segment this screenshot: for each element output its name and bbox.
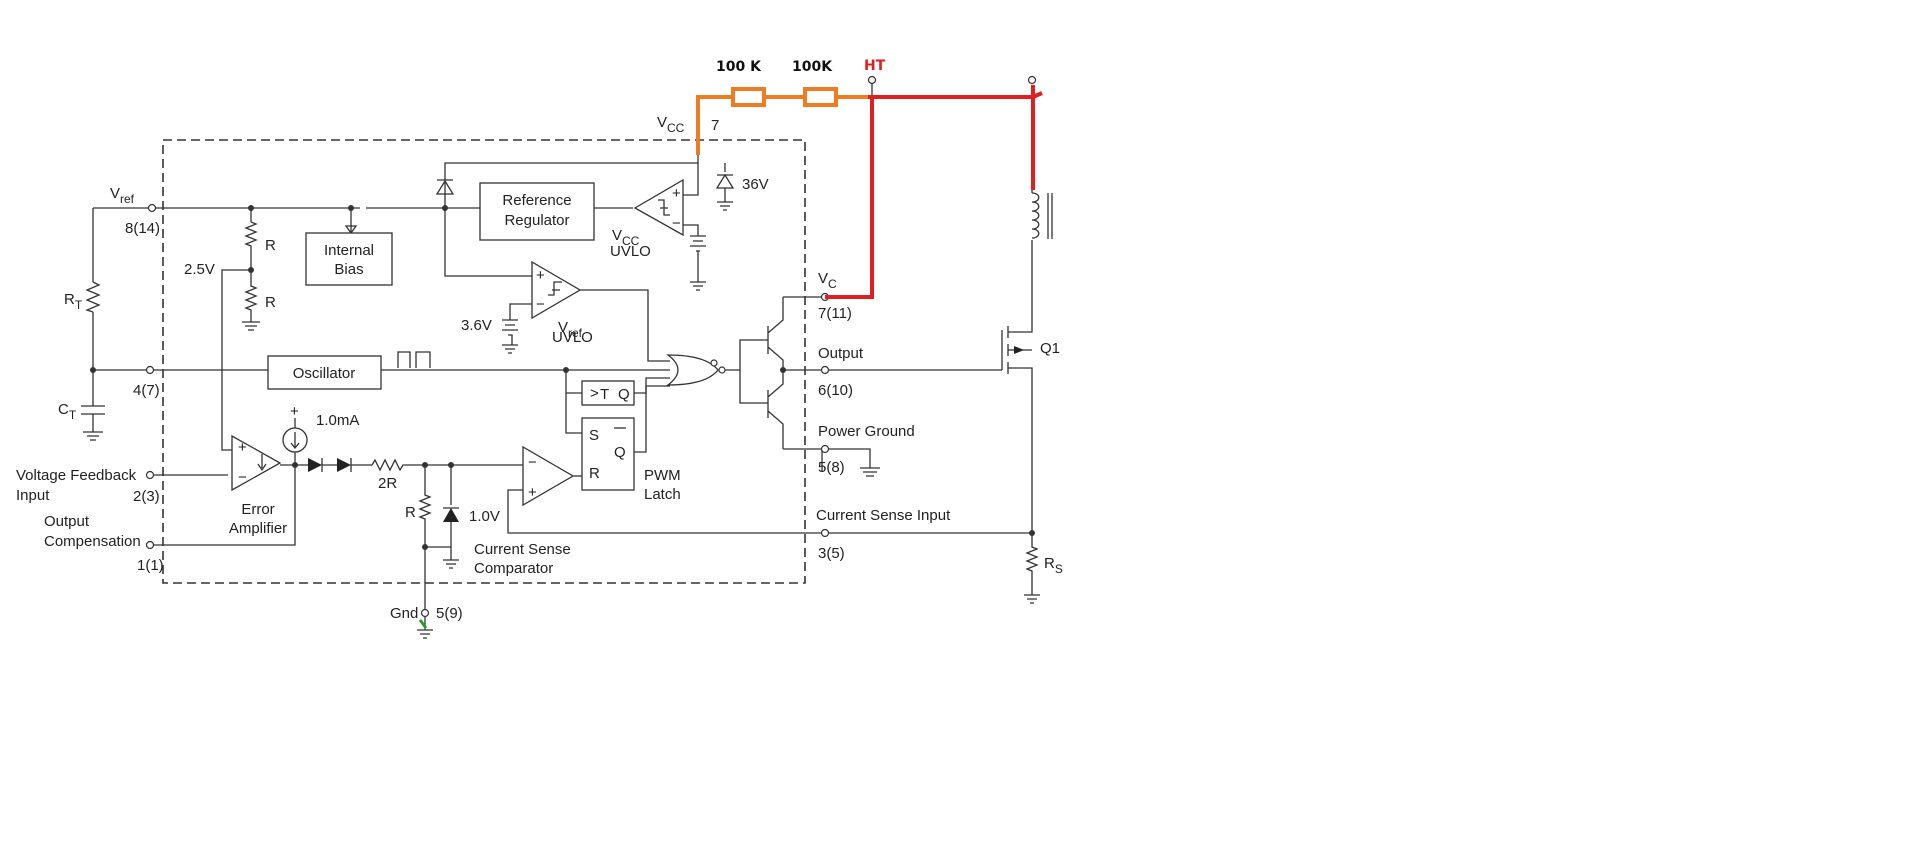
pwm-latch-line1: PWM xyxy=(644,467,681,484)
output-stage xyxy=(767,296,823,472)
vc-pin: 7(11) xyxy=(818,305,852,322)
res1-label: 100 K xyxy=(716,59,762,75)
pwm-latch-line2: Latch xyxy=(644,486,681,503)
output-pin: 6(10) xyxy=(818,382,853,399)
v36-label: 36V xyxy=(742,176,769,193)
vc-label: VC xyxy=(818,270,837,291)
vref-label: Vref xyxy=(110,185,135,206)
inductor xyxy=(1031,190,1053,260)
gnd-pin: 5(9) xyxy=(436,605,463,622)
vcc-pin: 7 xyxy=(711,117,719,134)
comp-label-2: Compensation xyxy=(44,533,141,550)
q1-label: Q1 xyxy=(1040,340,1060,357)
csc-line2: Comparator xyxy=(474,560,553,577)
vfb-label-2: Input xyxy=(16,487,50,504)
res2-label: 100K xyxy=(792,59,833,75)
cs-in-pin: 3(5) xyxy=(818,545,845,562)
svg-text:>: > xyxy=(590,385,599,402)
v25-label: 2.5V xyxy=(184,261,215,278)
vref-pin: 8(14) xyxy=(125,220,160,237)
vref-uvlo-name: Vref xyxy=(558,319,583,340)
rs-label: RS xyxy=(1044,555,1063,576)
svg-text:T: T xyxy=(600,386,609,403)
svg-text:+: + xyxy=(672,185,681,202)
divider-r-bot: R xyxy=(265,294,276,311)
pgnd-pin: 5(8) xyxy=(818,459,845,476)
internal-bias-line1: Internal xyxy=(324,242,374,259)
ref-reg-line2: Regulator xyxy=(504,212,569,229)
r-cs-label: R xyxy=(405,504,416,521)
osc-pin: 4(7) xyxy=(133,382,160,399)
current-source-label: 1.0mA xyxy=(316,412,359,429)
comp-pin: 1(1) xyxy=(137,557,164,574)
v36b-label: 3.6V xyxy=(461,317,492,334)
internal-bias-line2: Bias xyxy=(334,261,363,278)
svg-text:+: + xyxy=(238,439,247,456)
svg-text:+: + xyxy=(536,267,545,284)
svg-text:+: + xyxy=(290,403,299,420)
ct-label: CT xyxy=(58,401,77,422)
ct-capacitor xyxy=(81,370,105,441)
ic-boundary xyxy=(162,139,806,584)
svg-text:Q: Q xyxy=(618,386,630,403)
vref-uvlo-label: UVLO xyxy=(552,329,593,346)
added-resistor-path xyxy=(696,87,870,155)
svg-text:−: − xyxy=(536,296,545,313)
svg-text:−: − xyxy=(672,215,681,232)
vfb-label-1: Voltage Feedback xyxy=(16,467,137,484)
nor-gate xyxy=(666,354,719,386)
output-label: Output xyxy=(818,345,864,362)
ht-supply-path xyxy=(825,85,1043,299)
resistor-2r xyxy=(371,458,425,472)
pwm-latch-block xyxy=(581,417,635,491)
vcc-label: VCC xyxy=(657,114,685,135)
v10-label: 1.0V xyxy=(469,508,500,525)
rs-resistor xyxy=(1024,533,1040,604)
latch-s: S xyxy=(589,427,599,444)
svg-text:−: − xyxy=(528,454,537,471)
svg-text:−: − xyxy=(238,469,247,486)
comp-label-1: Output xyxy=(44,513,90,530)
error-amplifier xyxy=(231,434,282,492)
rt-label: RT xyxy=(64,291,83,312)
ref-reg-line1: Reference xyxy=(502,192,571,209)
cs-in-label: Current Sense Input xyxy=(816,507,951,524)
oscillator-label: Oscillator xyxy=(293,365,356,382)
ea-line1: Error xyxy=(241,501,274,518)
internal-bias-block xyxy=(305,232,393,286)
latch-r: R xyxy=(589,465,600,482)
csc-line1: Current Sense xyxy=(474,541,571,558)
vcc-uvlo-name: VCC xyxy=(612,227,640,248)
reference-regulator-block xyxy=(479,182,595,241)
ea-line2: Amplifier xyxy=(229,520,287,537)
vcc-uvlo-label: UVLO xyxy=(610,243,651,260)
pgnd-label: Power Ground xyxy=(818,423,915,440)
vcc-uvlo-comparator xyxy=(633,178,684,237)
divider-resistor-bot xyxy=(244,270,258,322)
gnd-label: Gnd xyxy=(390,605,418,622)
divider-r-top: R xyxy=(265,237,276,254)
vfb-pin: 2(3) xyxy=(133,488,160,505)
svg-text:+: + xyxy=(528,484,537,501)
resistor-2r-label: 2R xyxy=(378,475,397,492)
current-sense-comparator xyxy=(522,445,575,507)
divider-resistor-top xyxy=(244,221,258,270)
ht-label: HT xyxy=(864,58,886,74)
oscillator-block xyxy=(267,355,382,390)
latch-q: Q xyxy=(614,444,626,461)
rt-resistor xyxy=(85,281,101,313)
mosfet-q1 xyxy=(1001,260,1033,533)
toggle-flipflop xyxy=(581,380,635,406)
